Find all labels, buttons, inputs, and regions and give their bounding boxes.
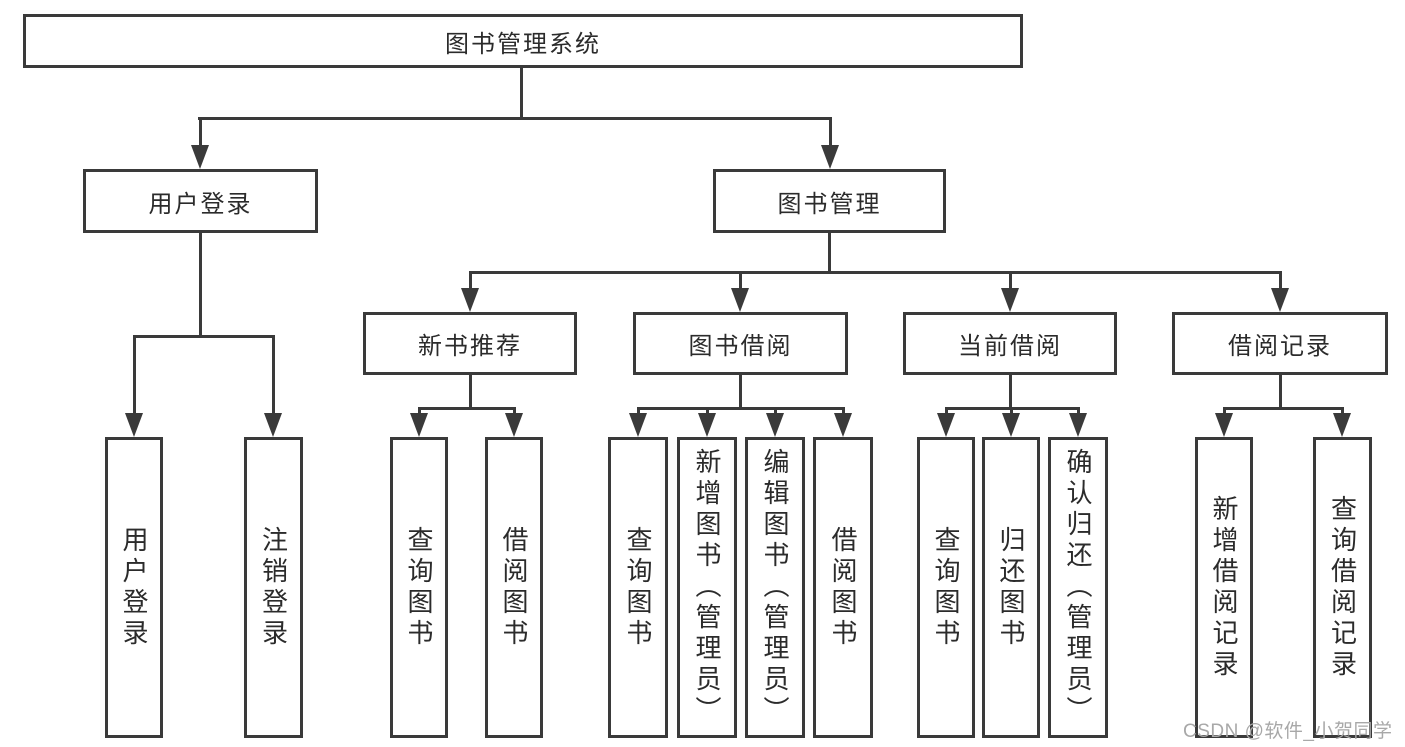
leaf-query-book-borrowing: 查询图书 [608, 437, 668, 738]
leaf-add-borrow-record: 新增借阅记录 [1195, 437, 1253, 738]
node-library-system: 图书管理系统 [23, 14, 1023, 68]
node-current-borrowing: 当前借阅 [903, 312, 1117, 375]
connector-line [829, 117, 832, 151]
connector-line [1223, 407, 1343, 410]
connector-line [198, 117, 832, 120]
leaf-confirm-return-admin: 确认归还（管理员） [1048, 437, 1108, 738]
arrow-down-icon [1215, 413, 1233, 437]
connector-line [828, 233, 831, 273]
connector-line [637, 407, 845, 410]
connector-line [1279, 375, 1282, 409]
arrow-down-icon [766, 413, 784, 437]
leaf-query-book-current: 查询图书 [917, 437, 975, 738]
connector-line [418, 407, 516, 410]
connector-line [739, 375, 742, 409]
connector-line [469, 375, 472, 409]
connector-line [133, 335, 136, 419]
csdn-watermark: CSDN @软件_小贺同学 [1183, 721, 1393, 742]
connector-line [1279, 271, 1282, 295]
connector-line [272, 335, 275, 419]
leaf-edit-book-admin: 编辑图书（管理员） [745, 437, 805, 738]
arrow-down-icon [125, 413, 143, 437]
arrow-down-icon [191, 145, 209, 169]
node-new-book-recommend: 新书推荐 [363, 312, 577, 375]
connector-line [199, 233, 202, 337]
connector-line [469, 271, 472, 295]
arrow-down-icon [937, 413, 955, 437]
leaf-return-book: 归还图书 [982, 437, 1040, 738]
arrow-down-icon [834, 413, 852, 437]
leaf-borrow-book-recommend: 借阅图书 [485, 437, 543, 738]
leaf-user-login: 用户登录 [105, 437, 163, 738]
node-user-login: 用户登录 [83, 169, 318, 233]
connector-line [1009, 271, 1012, 295]
leaf-query-borrow-record: 查询借阅记录 [1313, 437, 1372, 738]
connector-line [1009, 375, 1012, 409]
connector-line [133, 335, 275, 338]
connector-line [199, 117, 202, 151]
node-book-borrowing: 图书借阅 [633, 312, 848, 375]
connector-line [520, 68, 523, 120]
leaf-add-book-admin: 新增图书（管理员） [677, 437, 737, 738]
arrow-down-icon [505, 413, 523, 437]
arrow-down-icon [1001, 288, 1019, 312]
connector-line [469, 271, 1281, 274]
node-book-management: 图书管理 [713, 169, 946, 233]
arrow-down-icon [1271, 288, 1289, 312]
leaf-logout: 注销登录 [244, 437, 303, 738]
connector-line [739, 271, 742, 295]
arrow-down-icon [461, 288, 479, 312]
arrow-down-icon [410, 413, 428, 437]
arrow-down-icon [698, 413, 716, 437]
leaf-query-book-recommend: 查询图书 [390, 437, 448, 738]
leaf-borrow-book: 借阅图书 [813, 437, 873, 738]
arrow-down-icon [629, 413, 647, 437]
arrow-down-icon [731, 288, 749, 312]
arrow-down-icon [1333, 413, 1351, 437]
arrow-down-icon [264, 413, 282, 437]
arrow-down-icon [1002, 413, 1020, 437]
arrow-down-icon [1069, 413, 1087, 437]
arrow-down-icon [821, 145, 839, 169]
node-borrowing-records: 借阅记录 [1172, 312, 1388, 375]
